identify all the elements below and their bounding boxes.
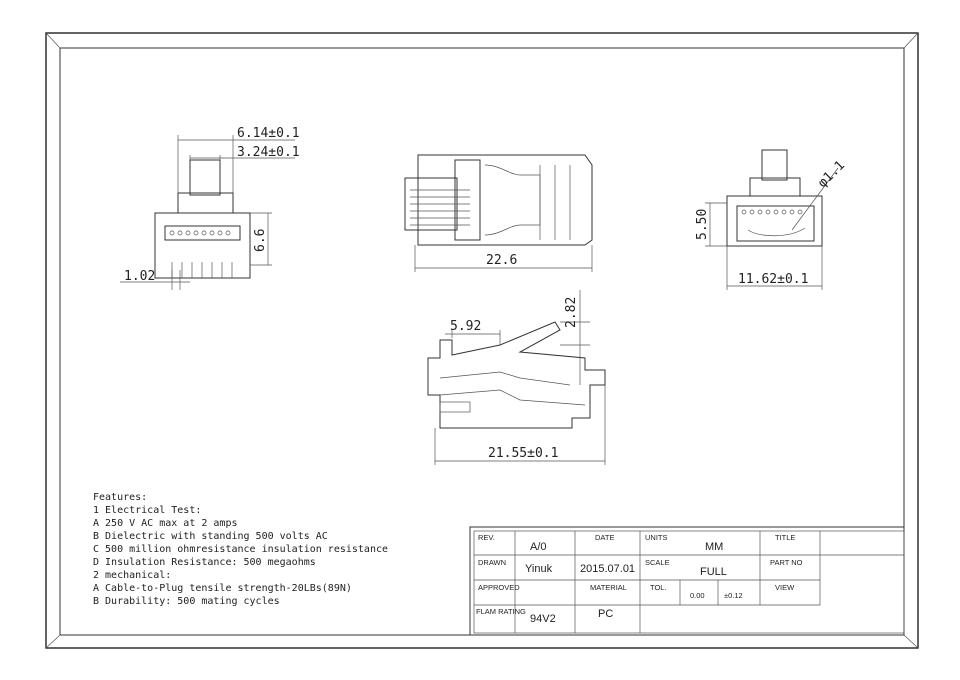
tb-scale-value: FULL (700, 566, 727, 578)
top-view (404, 154, 593, 272)
tb-flam-label: FLAM RATING (476, 607, 526, 616)
tb-flam-value: 94V2 (530, 613, 556, 625)
dim-width-end: 11.62±0.1 (738, 272, 808, 287)
end-view (705, 149, 839, 290)
tb-units-label: UNITS (645, 533, 668, 542)
features-line: B Dielectric with standing 500 volts AC (93, 531, 328, 542)
dim-diameter: φ1.1 (815, 158, 848, 191)
tb-material-value: PC (598, 608, 613, 620)
dim-length-side: 21.55±0.1 (488, 446, 558, 461)
features-line: B Durability: 500 mating cycles (93, 596, 280, 607)
tb-drawn-label: DRAWN (478, 558, 506, 567)
tb-date-label: DATE (595, 533, 614, 542)
tb-tol-value-2: ±0.12 (724, 591, 743, 600)
tb-date-value: 2015.07.01 (580, 563, 635, 575)
features-line: A 250 V AC max at 2 amps (93, 518, 238, 529)
tb-scale-label: SCALE (645, 558, 670, 567)
features-notes: Features: 1 Electrical Test: A 250 V AC … (93, 492, 388, 607)
tb-material-label: MATERIAL (590, 583, 627, 592)
sheet-frame (45, 32, 919, 649)
tb-tol-value-1: 0.00 (690, 591, 705, 600)
tb-drawn-value: Yinuk (525, 563, 553, 575)
features-line: D Insulation Resistance: 500 megaohms (93, 557, 316, 568)
tb-rev-value: A/0 (530, 541, 547, 553)
tb-rev-label: REV. (478, 533, 495, 542)
side-view (427, 290, 606, 465)
front-view (120, 135, 295, 290)
tb-view-label: VIEW (775, 583, 795, 592)
dim-height-end: 5.50 (695, 209, 710, 240)
dim-width-inner: 3.24±0.1 (237, 145, 300, 160)
dim-pitch: 1.02 (124, 269, 155, 284)
dim-height-front: 6.6 (253, 229, 268, 252)
tb-approved-label: APPROVED (478, 583, 520, 592)
features-line: 2 mechanical: (93, 570, 171, 581)
features-title: Features: (93, 492, 147, 503)
dim-length-top: 22.6 (486, 253, 517, 268)
tb-tol-label: TOL. (650, 583, 667, 592)
tb-units-value: MM (705, 541, 723, 553)
features-line: A Cable-to-Plug tensile strength-20LBs(8… (93, 583, 352, 594)
tb-title-label: TITLE (775, 533, 795, 542)
tb-part-no-label: PART NO (770, 558, 803, 567)
features-line: C 500 million ohmresistance insulation r… (93, 544, 388, 555)
title-block (469, 526, 905, 636)
dim-latch-height: 2.82 (564, 297, 579, 328)
dim-width-outer: 6.14±0.1 (237, 126, 300, 141)
dim-latch-offset: 5.92 (450, 319, 481, 334)
features-line: 1 Electrical Test: (93, 505, 201, 516)
